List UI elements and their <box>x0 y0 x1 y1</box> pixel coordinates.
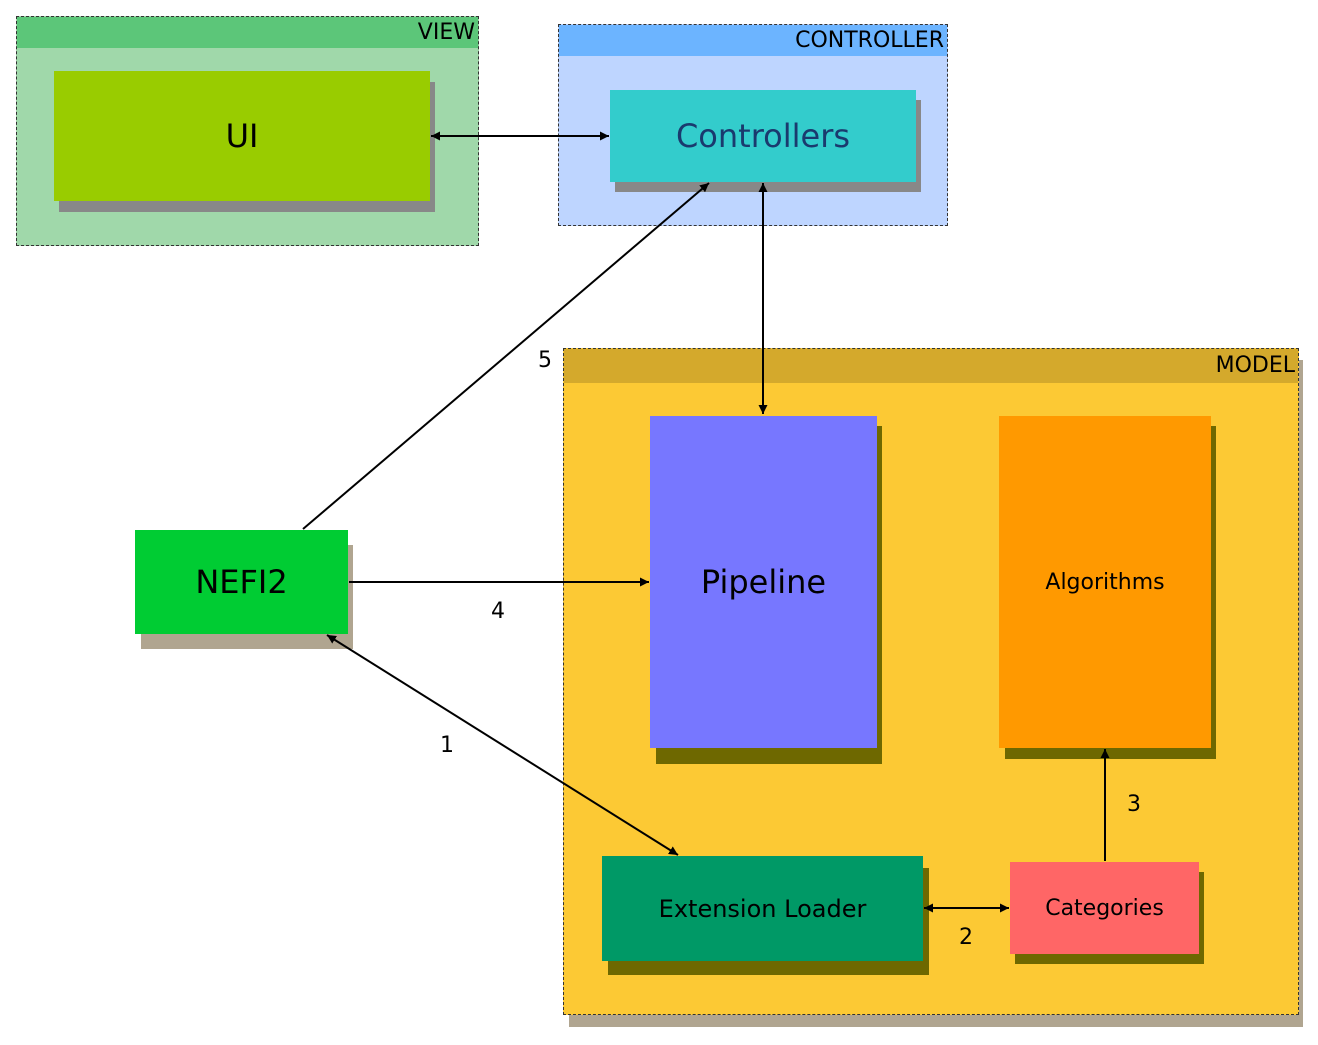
edge-label-1: 1 <box>440 733 454 758</box>
extension-loader-node: Extension Loader <box>602 856 923 961</box>
edge-label-3: 3 <box>1127 792 1141 817</box>
edge-label-2: 2 <box>959 925 973 950</box>
controller-group-title: CONTROLLER <box>559 25 947 56</box>
view-group-title: VIEW <box>17 17 478 48</box>
nefi2-label: NEFI2 <box>195 563 288 601</box>
algorithms-label: Algorithms <box>1045 569 1165 595</box>
pipeline-label: Pipeline <box>700 563 827 601</box>
pipeline-node: Pipeline <box>650 416 877 748</box>
edge-label-4: 4 <box>491 599 505 624</box>
algorithms-node: Algorithms <box>999 416 1211 748</box>
extension-loader-label: Extension Loader <box>658 894 867 923</box>
categories-node: Categories <box>1010 862 1199 954</box>
ui-node: UI <box>54 71 430 201</box>
ui-label: UI <box>225 117 259 155</box>
controllers-node: Controllers <box>610 90 916 182</box>
edge-label-5: 5 <box>538 348 552 373</box>
categories-label: Categories <box>1045 895 1164 921</box>
nefi2-node: NEFI2 <box>135 530 348 634</box>
model-group-title: MODEL <box>564 349 1298 383</box>
controllers-label: Controllers <box>675 117 851 155</box>
